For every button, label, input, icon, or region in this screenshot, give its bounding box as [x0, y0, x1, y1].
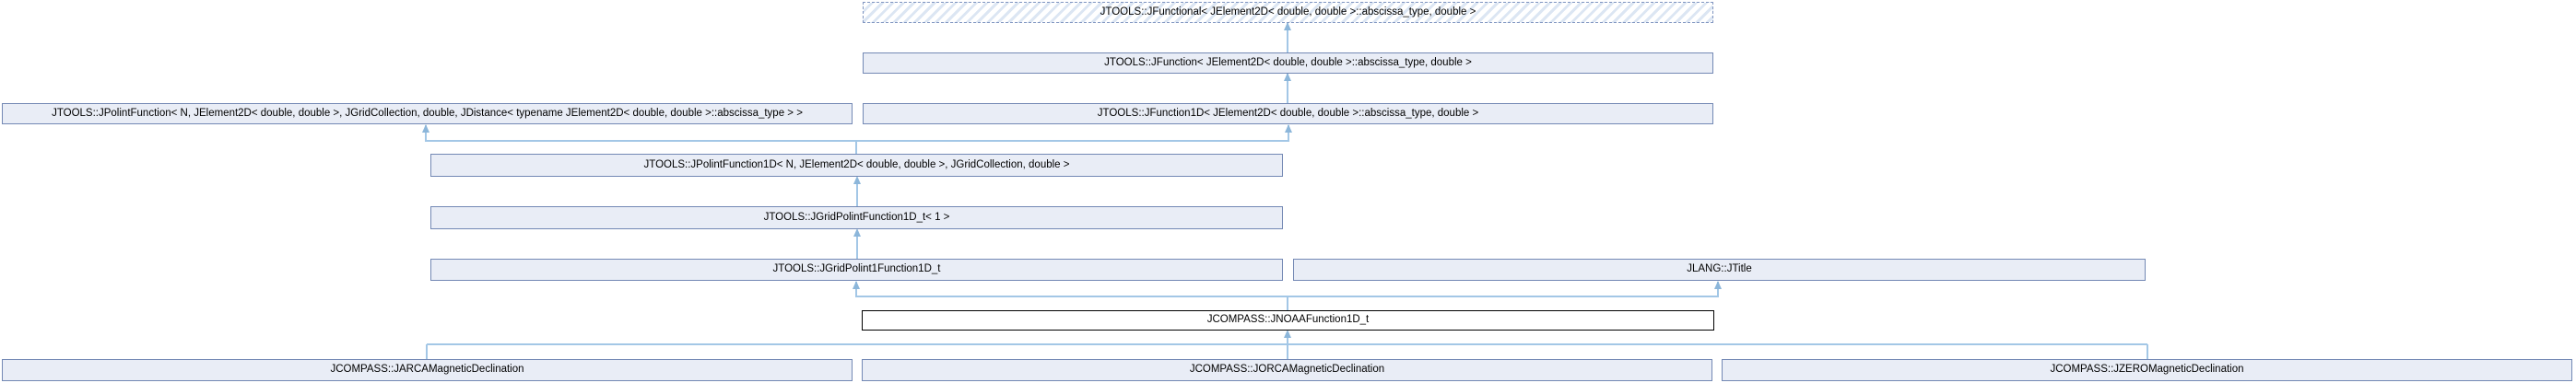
- inheritance-arrowhead-icon: [1284, 124, 1292, 133]
- class-node-jcompass-jorcamagneticdeclination[interactable]: JCOMPASS::JORCAMagneticDeclination: [862, 359, 1712, 381]
- inheritance-arrowhead-icon: [1713, 281, 1722, 289]
- inheritance-edge-line: [427, 343, 2147, 345]
- class-node-jtools-jfunction[interactable]: JTOOLS::JFunction< JElement2D< double, d…: [863, 52, 1713, 74]
- inheritance-edge-line: [1287, 23, 1288, 52]
- inheritance-edge-line: [1717, 282, 1719, 297]
- class-node-jtools-jfunction1d[interactable]: JTOOLS::JFunction1D< JElement2D< double,…: [863, 103, 1713, 124]
- inheritance-edge-line: [855, 141, 857, 154]
- class-node-jtools-jgridpolint1function1d-t[interactable]: JTOOLS::JGridPolint1Function1D_t: [430, 259, 1283, 281]
- class-node-jtools-jfunctional: JTOOLS::JFunctional< JElement2D< double,…: [863, 2, 1713, 23]
- inheritance-edge-line: [856, 230, 858, 259]
- inheritance-arrowhead-icon: [852, 281, 860, 289]
- inheritance-arrowhead-icon: [1283, 73, 1291, 81]
- class-node-jtools-jpolintfunction[interactable]: JTOOLS::JPolintFunction< N, JElement2D< …: [2, 103, 853, 124]
- inheritance-arrowhead-icon: [1283, 330, 1291, 338]
- class-node-jtools-jgridpolintfunction1d-t[interactable]: JTOOLS::JGridPolintFunction1D_t< 1 >: [430, 206, 1283, 229]
- class-node-jtools-jpolintfunction1d[interactable]: JTOOLS::JPolintFunction1D< N, JElement2D…: [430, 154, 1283, 177]
- inheritance-edge-line: [1287, 296, 1288, 310]
- class-node-jcompass-jarcamagneticdeclination[interactable]: JCOMPASS::JARCAMagneticDeclination: [2, 359, 853, 381]
- class-node-jcompass-jzeromagneticdeclination[interactable]: JCOMPASS::JZEROMagneticDeclination: [1722, 359, 2572, 381]
- inheritance-edge-line: [1287, 74, 1288, 103]
- inheritance-edge-line: [856, 178, 858, 206]
- inheritance-edge-line: [1287, 331, 1288, 345]
- class-node-jcompass-jnoaafunction1d-t: JCOMPASS::JNOAAFunction1D_t: [862, 310, 1714, 331]
- inheritance-edge-line: [1287, 344, 1288, 359]
- inheritance-edge-line: [426, 140, 1288, 142]
- inheritance-edge-line: [425, 125, 427, 142]
- inheritance-arrowhead-icon: [853, 176, 861, 184]
- inheritance-arrowhead-icon: [853, 228, 861, 237]
- inheritance-arrowhead-icon: [1283, 22, 1291, 30]
- inheritance-arrowhead-icon: [421, 124, 429, 133]
- inheritance-edge-line: [855, 282, 857, 297]
- class-node-jlang-jtitle[interactable]: JLANG::JTitle: [1293, 259, 2146, 281]
- inheritance-edge-line: [426, 344, 428, 359]
